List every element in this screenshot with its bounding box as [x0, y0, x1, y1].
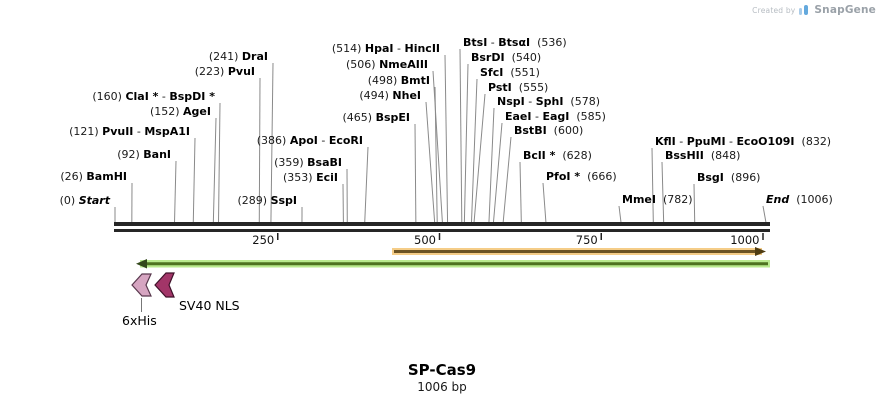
- site-label-bsrdi[interactable]: BsrDI (540): [471, 51, 541, 64]
- site-leader-line-bstbi: [502, 136, 512, 223]
- site-label-bspei[interactable]: (465) BspEI: [343, 111, 411, 124]
- site-leader-line-drai: [270, 62, 274, 223]
- sequence-bar-bottom: [114, 229, 770, 232]
- sv40-nls-feature-label: SV40 NLS: [179, 298, 240, 313]
- ruler-label-750: 750: [576, 233, 598, 247]
- site-label-end[interactable]: End (1006): [766, 193, 833, 206]
- ruler-label-500: 500: [414, 233, 436, 247]
- site-label-mmei[interactable]: MmeI (782): [622, 193, 693, 206]
- sv40-nls-feature-arrow[interactable]: [154, 272, 175, 298]
- site-leader-line-apoi-ecori: [364, 146, 369, 223]
- 6xhis-feature-label: 6xHis: [122, 313, 157, 328]
- site-leader-line-btsi-bts-i: [459, 48, 463, 223]
- snapgene-brand-text: SnapGene: [814, 4, 876, 16]
- sequence-bar-top: [114, 222, 770, 226]
- site-label-start[interactable]: (0) Start: [60, 194, 111, 207]
- site-label-bsshii[interactable]: BssHII (848): [665, 149, 740, 162]
- site-leader-line-mmei: [618, 205, 622, 223]
- site-leader-line-nmeaiii: [432, 70, 443, 223]
- site-leader-line-bsshii: [661, 161, 665, 223]
- site-label-bmti[interactable]: (498) BmtI: [368, 74, 430, 87]
- site-leader-line-pvuii-mspa1i: [192, 137, 196, 223]
- site-leader-line-hpai-hincii: [444, 54, 449, 223]
- site-label-bani[interactable]: (92) BanI: [117, 148, 171, 161]
- ruler-label-1000: 1000: [730, 233, 759, 247]
- site-leader-line-bcli: [519, 161, 522, 223]
- map-length: 1006 bp: [417, 380, 467, 395]
- site-label-ecii[interactable]: (353) EciI: [283, 171, 338, 184]
- forward-strand-arrow-arrowhead-icon: [755, 247, 766, 256]
- site-label-sspi[interactable]: (289) SspI: [237, 194, 297, 207]
- site-leader-line-bsgi: [693, 183, 696, 223]
- site-leader-line-pvui: [258, 77, 261, 223]
- site-leader-line-eaei-eagi: [492, 122, 503, 223]
- site-label-pvuii-mspa1i[interactable]: (121) PvuII - MspA1I: [69, 125, 190, 138]
- site-label-eaei-eagi[interactable]: EaeI - EagI (585): [505, 110, 606, 123]
- site-leader-line-psti: [473, 93, 486, 223]
- site-label-sfci[interactable]: SfcI (551): [480, 66, 540, 79]
- site-leader-line-kfli-ppumi-ecoo109i: [651, 147, 654, 223]
- site-label-drai[interactable]: (241) DraI: [209, 50, 268, 63]
- snapgene-credit: Created by SnapGene: [752, 4, 876, 16]
- site-leader-line-nhei: [425, 101, 436, 223]
- site-label-bstbi[interactable]: BstBI (600): [514, 124, 583, 137]
- site-leader-line-agei: [212, 117, 217, 223]
- site-leader-line-nspi-sphi: [488, 107, 495, 223]
- site-label-bamhi[interactable]: (26) BamHI: [60, 170, 127, 183]
- site-label-pfoi[interactable]: PfoI * (666): [546, 170, 617, 183]
- site-label-bsgi[interactable]: BsgI (896): [697, 171, 760, 184]
- site-leader-line-bani: [174, 160, 177, 223]
- site-label-psti[interactable]: PstI (555): [488, 81, 548, 94]
- snapgene-logo-icon: [799, 4, 810, 16]
- 6xhis-feature-arrow[interactable]: [131, 273, 152, 297]
- site-label-bsabi[interactable]: (359) BsaBI: [274, 156, 342, 169]
- site-label-apoi-ecori[interactable]: (386) ApoI - EcoRI: [257, 134, 363, 147]
- site-leader-line-sfci: [470, 78, 478, 223]
- site-label-hpai-hincii[interactable]: (514) HpaI - HincII: [332, 42, 440, 55]
- site-leader-line-end: [762, 205, 767, 223]
- title-block: SP-Cas9 1006 bp: [0, 361, 884, 395]
- site-label-agei[interactable]: (152) AgeI: [150, 105, 211, 118]
- site-leader-line-clai-bspdi: [218, 102, 221, 223]
- site-label-btsi-bts-i[interactable]: BtsI - BtsαI (536): [463, 36, 567, 49]
- site-leader-line-bsrdi: [463, 63, 469, 223]
- site-label-nmeaiii[interactable]: (506) NmeAIII: [346, 58, 428, 71]
- site-leader-line-bspei: [414, 123, 417, 223]
- site-label-nspi-sphi[interactable]: NspI - SphI (578): [497, 95, 600, 108]
- site-label-bcli[interactable]: BclI * (628): [523, 149, 592, 162]
- site-label-kfli-ppumi-ecoo109i[interactable]: KflI - PpuMI - EcoO109I (832): [655, 135, 831, 148]
- site-label-nhei[interactable]: (494) NheI: [359, 89, 421, 102]
- reverse-strand-arrow-arrowhead-icon: [136, 259, 147, 269]
- created-by-text: Created by: [752, 5, 796, 15]
- site-leader-line-pfoi: [542, 182, 547, 223]
- map-title: SP-Cas9: [407, 361, 477, 379]
- site-label-clai-bspdi[interactable]: (160) ClaI * - BspDI *: [92, 90, 215, 103]
- site-label-pvui[interactable]: (223) PvuI: [195, 65, 255, 78]
- ruler-label-250: 250: [252, 233, 274, 247]
